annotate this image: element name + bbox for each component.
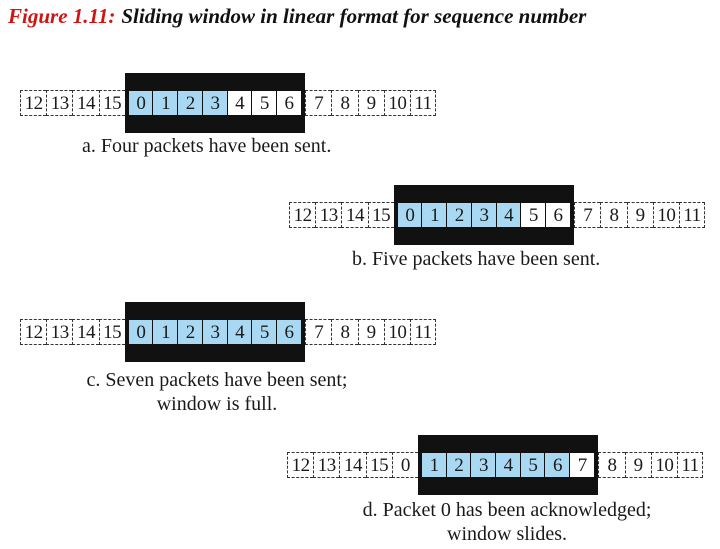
sequence-number-cell: 11: [678, 202, 706, 228]
sent-packet-cell: 6: [544, 452, 571, 478]
sent-packet-cell: 1: [152, 90, 179, 116]
sent-packet-cell: 1: [421, 452, 448, 478]
sendable-packet-cell: 6: [275, 90, 303, 116]
caption-b-line-1: b. Five packets have been sent.: [352, 248, 601, 270]
sequence-number-cell: 14: [72, 90, 99, 116]
sent-packet-cell: 3: [201, 90, 229, 116]
sent-packet-cell: 3: [470, 202, 498, 228]
acknowledged-packet-cell: 0: [391, 452, 418, 478]
sequence-number-cell: 11: [409, 90, 437, 116]
sent-packet-cell: 1: [421, 202, 448, 228]
sequence-number-cell: 13: [46, 319, 73, 345]
sequence-number-cell: 14: [72, 319, 99, 345]
sequence-number-cell: 7: [574, 202, 601, 228]
sequence-number-cell: 14: [341, 202, 368, 228]
sequence-number-cell: 15: [367, 202, 394, 228]
figure-label: Figure 1.11:: [8, 4, 116, 28]
sent-packet-cell: 3: [470, 452, 497, 478]
sequence-number-cell: 8: [598, 452, 625, 478]
figure-title: Figure 1.11:Sliding window in linear for…: [8, 4, 586, 29]
sent-packet-cell: 1: [152, 319, 179, 345]
sent-packet-cell: 0: [396, 202, 423, 228]
caption-c: c. Seven packets have been sent; window …: [82, 368, 352, 416]
sendable-packet-cell: 7: [569, 452, 596, 478]
sent-packet-cell: 0: [127, 90, 154, 116]
caption-d: d. Packet 0 has been acknowledged; windo…: [352, 498, 662, 546]
caption-d-line-2: window slides.: [447, 523, 567, 545]
sent-packet-cell: 2: [445, 452, 472, 478]
caption-b: b. Five packets have been sent.: [352, 247, 600, 271]
sequence-number-cell: 9: [624, 452, 651, 478]
sequence-number-cell: 13: [313, 452, 340, 478]
sendable-packet-cell: 4: [226, 90, 253, 116]
sent-packet-cell: 4: [495, 452, 522, 478]
caption-a: a. Four packets have been sent.: [82, 134, 331, 158]
sent-packet-cell: 2: [446, 202, 473, 228]
sequence-number-cell: 8: [600, 202, 627, 228]
sequence-number-cell: 13: [315, 202, 342, 228]
sent-packet-cell: 2: [177, 319, 204, 345]
sent-packet-cell: 5: [251, 319, 278, 345]
caption-d-line-1: d. Packet 0 has been acknowledged;: [362, 499, 652, 521]
sequence-number-cell: 8: [331, 90, 358, 116]
sequence-number-cell: 13: [46, 90, 73, 116]
figure-title-text: Sliding window in linear format for sequ…: [121, 4, 587, 28]
sequence-number-cell: 10: [383, 90, 410, 116]
sequence-number-cell: 12: [287, 452, 314, 478]
sent-packet-cell: 2: [177, 90, 204, 116]
sent-packet-cell: 4: [226, 319, 253, 345]
sequence-number-cell: 12: [20, 90, 47, 116]
sequence-number-cell: 8: [331, 319, 358, 345]
sent-packet-cell: 0: [127, 319, 154, 345]
sequence-number-cell: 10: [650, 452, 677, 478]
sequence-number-cell: 7: [305, 90, 332, 116]
sequence-number-cell: 11: [676, 452, 704, 478]
caption-c-line-1: c. Seven packets have been sent;: [86, 369, 348, 391]
sequence-number-cell: 12: [20, 319, 47, 345]
sequence-number-cell: 12: [289, 202, 316, 228]
sequence-number-cell: 15: [365, 452, 392, 478]
sent-packet-cell: 4: [495, 202, 522, 228]
sequence-number-cell: 9: [626, 202, 653, 228]
sent-packet-cell: 5: [519, 452, 546, 478]
sequence-number-cell: 9: [357, 319, 384, 345]
sequence-number-cell: 7: [305, 319, 332, 345]
sent-packet-cell: 6: [275, 319, 303, 345]
caption-a-line-1: a. Four packets have been sent.: [82, 135, 332, 157]
sendable-packet-cell: 5: [520, 202, 547, 228]
caption-c-line-2: window is full.: [156, 393, 278, 415]
sequence-number-cell: 11: [409, 319, 437, 345]
sequence-number-cell: 9: [357, 90, 384, 116]
sendable-packet-cell: 6: [544, 202, 572, 228]
sequence-number-cell: 15: [98, 90, 125, 116]
sendable-packet-cell: 5: [251, 90, 278, 116]
sequence-number-cell: 10: [383, 319, 410, 345]
sent-packet-cell: 3: [201, 319, 229, 345]
sequence-number-cell: 15: [98, 319, 125, 345]
sequence-number-cell: 14: [339, 452, 366, 478]
sequence-number-cell: 10: [652, 202, 679, 228]
